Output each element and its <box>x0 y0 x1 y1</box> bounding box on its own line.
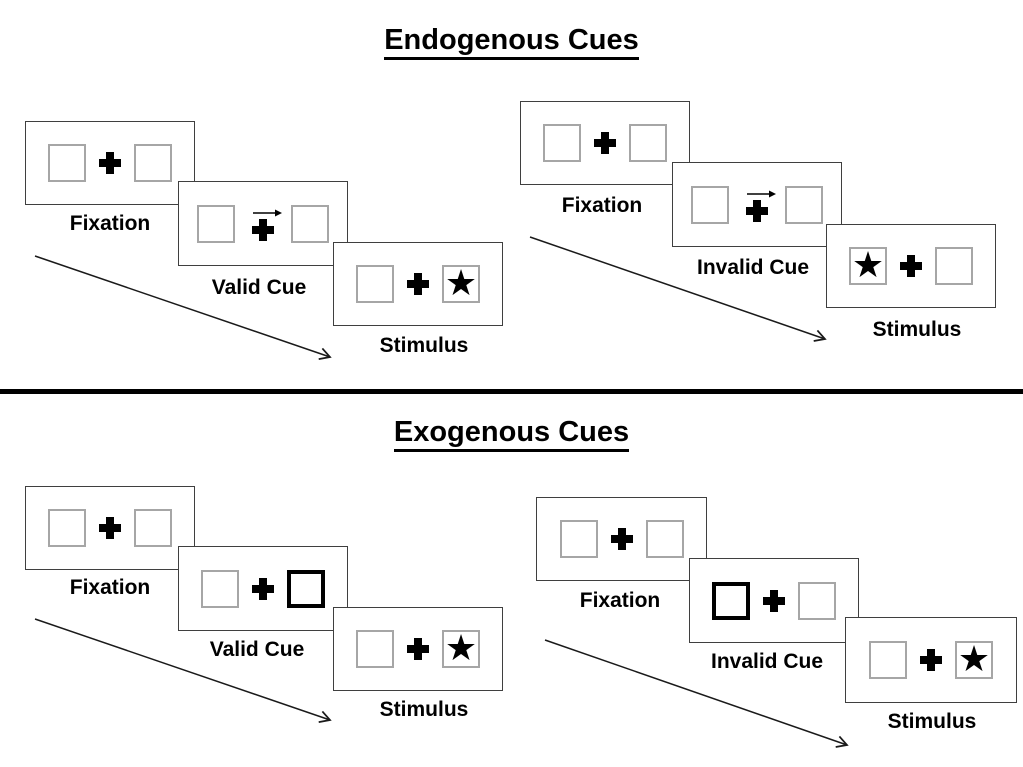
left-box <box>197 204 235 243</box>
fixation-cross-icon <box>900 255 922 277</box>
left-box <box>543 124 581 162</box>
star-icon: ★ <box>444 263 478 304</box>
panel-fixation <box>520 101 690 185</box>
right-box-highlighted <box>287 569 325 608</box>
left-box <box>201 569 239 608</box>
fixation-cross-icon <box>252 577 274 600</box>
panel-label: Fixation <box>579 589 661 612</box>
right-box <box>134 509 172 547</box>
panel-fixation <box>25 486 195 570</box>
fixation-cross-icon <box>407 638 429 660</box>
section-title-exogenous: Exogenous Cues <box>0 416 1023 452</box>
panel-fixation <box>536 497 707 581</box>
fixation-cross-icon <box>746 200 768 222</box>
fixation-cross-icon <box>763 589 785 612</box>
time-arrow-exogenous-invalid <box>544 639 849 748</box>
panel-label: Stimulus <box>872 318 962 341</box>
left-box <box>48 144 86 182</box>
section-title-text: Exogenous Cues <box>393 416 630 452</box>
panel-label: Invalid Cue <box>710 650 824 673</box>
panel-invalid-cue <box>672 162 842 247</box>
right-box <box>798 581 836 620</box>
right-box-star: ★ <box>442 630 480 668</box>
panel-label: Invalid Cue <box>696 256 810 279</box>
panel-label: Valid Cue <box>209 638 305 661</box>
star-icon: ★ <box>851 245 885 286</box>
panel-valid-cue <box>178 181 348 266</box>
panel-invalid-cue <box>689 558 859 643</box>
panel-stimulus: ★ <box>826 224 996 308</box>
left-box-star: ★ <box>849 247 887 285</box>
left-box <box>691 185 729 224</box>
panel-fixation <box>25 121 195 205</box>
star-icon: ★ <box>957 639 991 680</box>
right-box-star: ★ <box>955 641 993 679</box>
time-arrow-exogenous-valid <box>34 618 332 723</box>
fixation-cross-icon <box>594 132 616 154</box>
panel-label: Fixation <box>69 212 151 235</box>
left-box <box>356 630 394 668</box>
right-box <box>291 204 329 243</box>
left-box <box>869 641 907 679</box>
fixation-cross-icon <box>99 152 121 174</box>
panel-label: Fixation <box>69 576 151 599</box>
left-box <box>559 520 598 558</box>
cue-arrow-icon <box>253 209 282 217</box>
fixation-cross-icon <box>99 517 121 539</box>
left-box <box>48 509 86 547</box>
fixation-cross-icon <box>920 649 942 671</box>
panel-label: Stimulus <box>379 698 469 721</box>
left-box <box>356 265 394 303</box>
right-box <box>629 124 667 162</box>
panel-label: Fixation <box>561 194 643 217</box>
section-title-endogenous: Endogenous Cues <box>0 24 1023 60</box>
star-icon: ★ <box>444 628 478 669</box>
fixation-cross-icon <box>610 528 633 550</box>
right-box <box>134 144 172 182</box>
panel-stimulus: ★ <box>333 242 503 326</box>
panel-label: Stimulus <box>379 334 469 357</box>
panel-stimulus: ★ <box>845 617 1017 703</box>
time-arrow-endogenous-valid <box>34 255 332 360</box>
cue-arrow-icon <box>747 190 776 198</box>
panel-label: Stimulus <box>887 710 977 733</box>
right-box-star: ★ <box>442 265 480 303</box>
panel-label: Valid Cue <box>211 276 307 299</box>
right-box <box>645 520 684 558</box>
fixation-cross-icon <box>407 273 429 295</box>
left-box-highlighted <box>712 581 750 620</box>
right-box <box>785 185 823 224</box>
right-box <box>935 247 973 285</box>
section-divider <box>0 389 1023 394</box>
panel-valid-cue <box>178 546 348 631</box>
panel-stimulus: ★ <box>333 607 503 691</box>
time-arrow-endogenous-invalid <box>529 236 827 342</box>
section-title-text: Endogenous Cues <box>384 24 639 60</box>
fixation-cross-icon <box>252 219 274 241</box>
